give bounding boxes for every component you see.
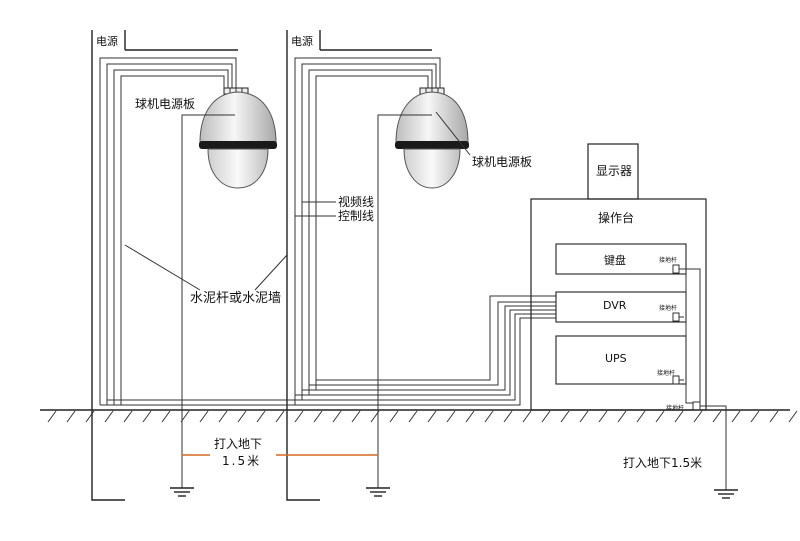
ground-hatch-mark bbox=[674, 410, 684, 423]
pole-wall-callout-lines bbox=[124, 244, 288, 291]
power-label-right: 电源 bbox=[291, 34, 313, 48]
monitor-label: 显示器 bbox=[596, 164, 632, 178]
trunk-cables bbox=[100, 295, 556, 406]
monitor-box bbox=[587, 143, 639, 200]
ground-hatch-mark bbox=[275, 410, 285, 423]
ground-hatch-mark bbox=[484, 410, 494, 423]
depth-label-right: 打入地下1.5米 bbox=[623, 456, 702, 470]
right-ground-wire bbox=[377, 114, 432, 488]
left-pole bbox=[91, 30, 238, 501]
depth-label-line2: 1.5米 bbox=[222, 454, 261, 468]
control-line-label: 控制线 bbox=[338, 209, 374, 223]
right-pole bbox=[286, 30, 432, 501]
dome-camera-right bbox=[395, 87, 469, 189]
ground-hatch-mark bbox=[712, 410, 722, 423]
keyboard-label: 键盘 bbox=[604, 253, 626, 267]
ground-rod-label-dvr: 接地杆 bbox=[659, 304, 677, 312]
dome-board-label-right: 球机电源板 bbox=[472, 155, 532, 169]
ground-hatch-mark bbox=[294, 410, 304, 423]
ground-hatch-mark bbox=[237, 410, 247, 423]
ground-hatch-mark bbox=[389, 410, 399, 423]
ground-hatch-mark bbox=[598, 410, 608, 423]
ground-hatch-mark bbox=[123, 410, 133, 423]
ground-hatch-mark bbox=[199, 410, 209, 423]
ground-hatch-mark bbox=[541, 410, 551, 423]
console-ground-bus bbox=[679, 268, 701, 404]
ground-hatch-mark bbox=[218, 410, 228, 423]
power-label-left: 电源 bbox=[96, 34, 118, 48]
dvr-label: DVR bbox=[603, 299, 627, 312]
ground-hatch-mark bbox=[161, 410, 171, 423]
ground-hatch-mark bbox=[256, 410, 266, 423]
ground-rod-label-keyboard: 接地杆 bbox=[659, 256, 677, 264]
ground-hatch-mark bbox=[560, 410, 570, 423]
console-label: 操作台 bbox=[598, 210, 634, 225]
ground-hatch-mark bbox=[47, 410, 57, 423]
dome-camera-left bbox=[199, 87, 277, 189]
ground-hatch-mark bbox=[579, 410, 589, 423]
ground-hatch-mark bbox=[85, 410, 95, 423]
ground-hatch-mark bbox=[332, 410, 342, 423]
dvr-box bbox=[555, 291, 687, 323]
pole-or-wall-label: 水泥杆或水泥墙 bbox=[190, 291, 281, 306]
ground-hatch-mark bbox=[351, 410, 361, 423]
ground-hatch-mark bbox=[408, 410, 418, 423]
ground-hatch-mark bbox=[446, 410, 456, 423]
video-line-label: 视频线 bbox=[338, 194, 374, 209]
ground-symbol-console bbox=[714, 489, 738, 499]
ground-symbol-left bbox=[170, 487, 194, 497]
ground-hatch-mark bbox=[731, 410, 741, 423]
cable-callouts bbox=[295, 201, 336, 217]
ground-terminal-main bbox=[692, 401, 701, 411]
ground-hatch-mark bbox=[522, 410, 532, 423]
right-cable-bundle bbox=[294, 57, 441, 405]
keyboard-box bbox=[555, 243, 687, 275]
dome-board-label-left: 球机电源板 bbox=[135, 97, 195, 111]
ground-hatch-mark bbox=[617, 410, 627, 423]
ground-hatch-mark bbox=[104, 410, 114, 423]
ground-rod-label-main: 接地杆 bbox=[666, 404, 684, 412]
ground-hatch-mark bbox=[465, 410, 475, 423]
ground-hatch-mark bbox=[313, 410, 323, 423]
left-cable-bundle bbox=[99, 57, 237, 405]
console-box bbox=[530, 198, 707, 411]
ground-hatch-mark bbox=[655, 410, 665, 423]
ground-hatch-mark bbox=[427, 410, 437, 423]
ground-hatch-mark bbox=[142, 410, 152, 423]
left-ground-wire bbox=[181, 114, 235, 488]
ups-label: UPS bbox=[605, 352, 627, 365]
ups-box bbox=[555, 335, 687, 385]
ground-symbol-right bbox=[366, 487, 390, 497]
ground-hatch-mark bbox=[769, 410, 779, 423]
ground-hatch-mark bbox=[750, 410, 760, 423]
ground-rod-label-ups: 接地杆 bbox=[657, 369, 675, 377]
ground-hatch-mark bbox=[636, 410, 646, 423]
ground-hatch-mark bbox=[66, 410, 76, 423]
ground-hatch-mark bbox=[788, 410, 798, 423]
ground-hatch-mark bbox=[693, 410, 703, 423]
ground-hatch-mark bbox=[503, 410, 513, 423]
depth-label-line1: 打入地下 bbox=[214, 437, 262, 451]
main-ground-wire bbox=[700, 405, 727, 490]
